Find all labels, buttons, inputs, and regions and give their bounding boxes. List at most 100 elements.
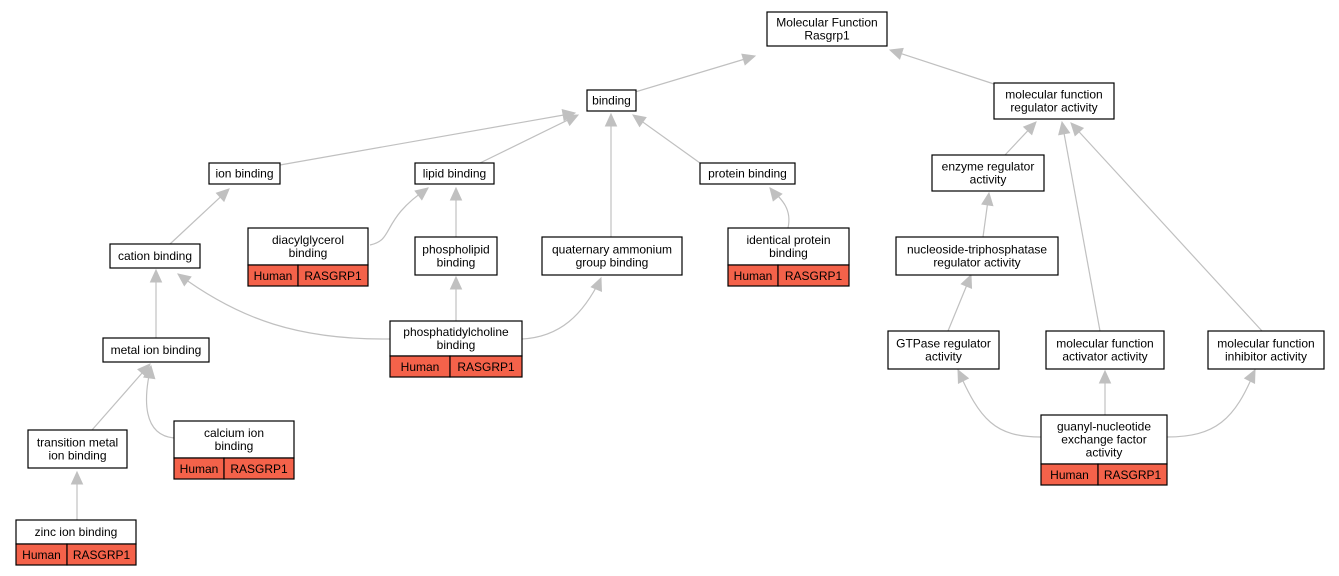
arrowhead [1070,122,1085,137]
term-box [389,320,523,357]
edge-pc-cation [177,273,391,340]
edge-line [634,58,746,93]
edge-line [982,202,989,238]
edge-line [1166,369,1256,438]
edge-quat-binding [604,112,618,237]
term-label-line: molecular function [1217,337,1314,351]
go-term-metal[interactable]: metal ion binding [102,337,210,363]
term-label-line: ion binding [215,167,273,181]
arrowhead [215,188,230,203]
edge-dag-lipid [369,187,429,246]
go-term-cation[interactable]: cation binding [109,243,201,269]
gene-cell [1097,463,1168,486]
term-box [993,82,1115,120]
arrowhead [1098,369,1112,384]
term-label-line: Rasgrp1 [804,29,850,43]
term-box [208,162,281,185]
species-label: Human [22,548,61,562]
gene-label: RASGRP1 [304,269,362,283]
term-box [931,154,1045,192]
edge-line [957,369,1042,438]
term-label-line: cation binding [118,249,192,263]
edge-line [899,52,995,85]
species-label: Human [1050,468,1089,482]
edge-identical-protein [769,187,790,229]
edge-line [369,187,429,246]
term-box [1045,330,1165,370]
edge-line [169,195,223,245]
edge-pc-quat [521,276,602,340]
edge-line [479,118,570,164]
term-label-line: GTPase regulator [896,337,991,351]
gene-cell [297,264,369,287]
term-label-line: binding [592,94,631,108]
edge-protein-binding [632,114,701,164]
term-label-line: inhibitor activity [1225,350,1307,364]
species-label: Human [254,269,293,283]
arrowhead [1243,368,1256,384]
arrowhead [604,112,618,127]
arrowhead [981,191,994,207]
term-label-line: calcium ion [204,426,264,440]
arrowhead [449,186,463,201]
term-label-line: binding [437,256,476,270]
term-box [895,236,1059,276]
arrowhead [149,268,163,283]
edge-calcium-metal [143,364,175,439]
arrowhead [741,53,757,66]
edge-gtpase-ntp [947,273,973,332]
edge-metal-cation [149,268,163,338]
edge-zinc-transition [70,470,84,520]
edge-line [947,284,968,332]
go-term-lipid[interactable]: lipid binding [414,162,495,185]
term-label-line: protein binding [708,167,787,181]
edge-gef-gtpase [957,368,1042,438]
term-label-line: activity [970,173,1007,187]
arrowhead [769,187,783,202]
edge-binding-root [634,53,757,93]
term-label-line: activator activity [1062,350,1147,364]
species-label: Human [734,269,773,283]
term-label-line: Molecular Function [776,16,877,30]
term-box [586,89,637,112]
edge-cation-ion [169,188,230,245]
term-label-line: enzyme regulator [942,160,1035,174]
go-term-ion[interactable]: ion binding [208,162,281,185]
edge-line [640,120,701,164]
term-label-line: nucleoside-triphosphatase [907,243,1047,257]
go-term-protein[interactable]: protein binding [699,162,796,185]
arrowhead [590,276,602,292]
term-box [1207,330,1325,370]
term-label-line: exchange factor [1061,433,1146,447]
edge-mfra-root [888,47,995,85]
gene-label: RASGRP1 [457,360,515,374]
edge-pc-phospholipid [449,275,463,321]
term-label-line: binding [215,439,254,453]
edge-gef-inhibitor [1166,368,1256,438]
go-term-binding[interactable]: binding [586,89,637,112]
term-box [699,162,796,185]
term-label-line: guanyl-nucleotide [1057,420,1151,434]
term-label-line: diacylglycerol [272,233,344,247]
edge-inhibitor-mfra [1070,122,1263,332]
